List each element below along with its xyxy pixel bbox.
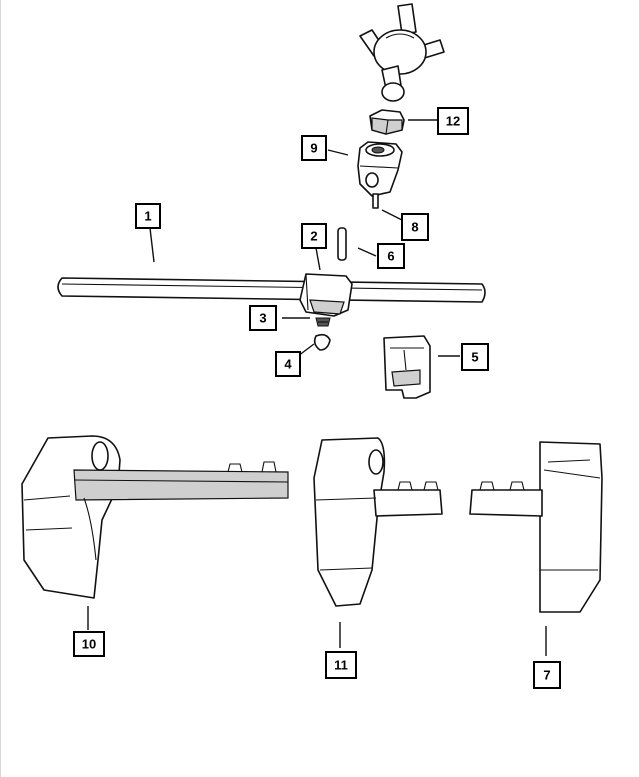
callout-10: 10 — [73, 631, 105, 657]
callout-6: 6 — [377, 243, 405, 269]
pin-small — [372, 193, 379, 209]
callout-5-label: 5 — [471, 350, 478, 365]
callout-5: 5 — [461, 343, 489, 371]
callout-12-label: 12 — [446, 114, 460, 129]
callout-6-label: 6 — [387, 249, 394, 264]
callout-3: 3 — [249, 305, 277, 331]
callout-2-label: 2 — [310, 229, 317, 244]
shift-rail-shaft — [57, 277, 486, 303]
callout-7-label: 7 — [543, 668, 550, 683]
callout-9-label: 9 — [310, 141, 317, 156]
callout-3-label: 3 — [259, 311, 266, 326]
interlock-bracket — [383, 335, 431, 399]
roll-pin — [337, 227, 347, 261]
callout-8-label: 8 — [411, 220, 418, 235]
callout-12: 12 — [437, 107, 469, 135]
leader-8 — [381, 209, 403, 221]
shift-fork-center — [313, 437, 443, 607]
leader-9 — [327, 149, 349, 156]
callout-4: 4 — [275, 351, 301, 377]
callout-1: 1 — [135, 203, 161, 229]
callout-9: 9 — [301, 135, 327, 161]
leader-2 — [315, 247, 321, 271]
callout-7: 7 — [533, 661, 561, 689]
shift-block — [299, 273, 353, 317]
callout-4-label: 4 — [284, 357, 292, 372]
callout-11-label: 11 — [334, 658, 348, 673]
leader-1 — [149, 227, 155, 263]
yoke-coupling — [357, 141, 403, 197]
left-edge-rule — [0, 0, 1, 777]
callout-2: 2 — [301, 223, 327, 249]
set-screw — [315, 317, 331, 327]
callout-8: 8 — [401, 213, 429, 241]
shift-fork-right — [469, 441, 603, 613]
universal-joint-cross — [359, 3, 445, 102]
callout-10-label: 10 — [82, 637, 96, 652]
callout-1-label: 1 — [144, 209, 151, 224]
hex-nut — [369, 109, 405, 135]
detent-ball — [313, 333, 331, 351]
leader-6 — [357, 247, 377, 257]
callout-11: 11 — [325, 651, 357, 679]
shift-fork-left — [21, 435, 289, 599]
